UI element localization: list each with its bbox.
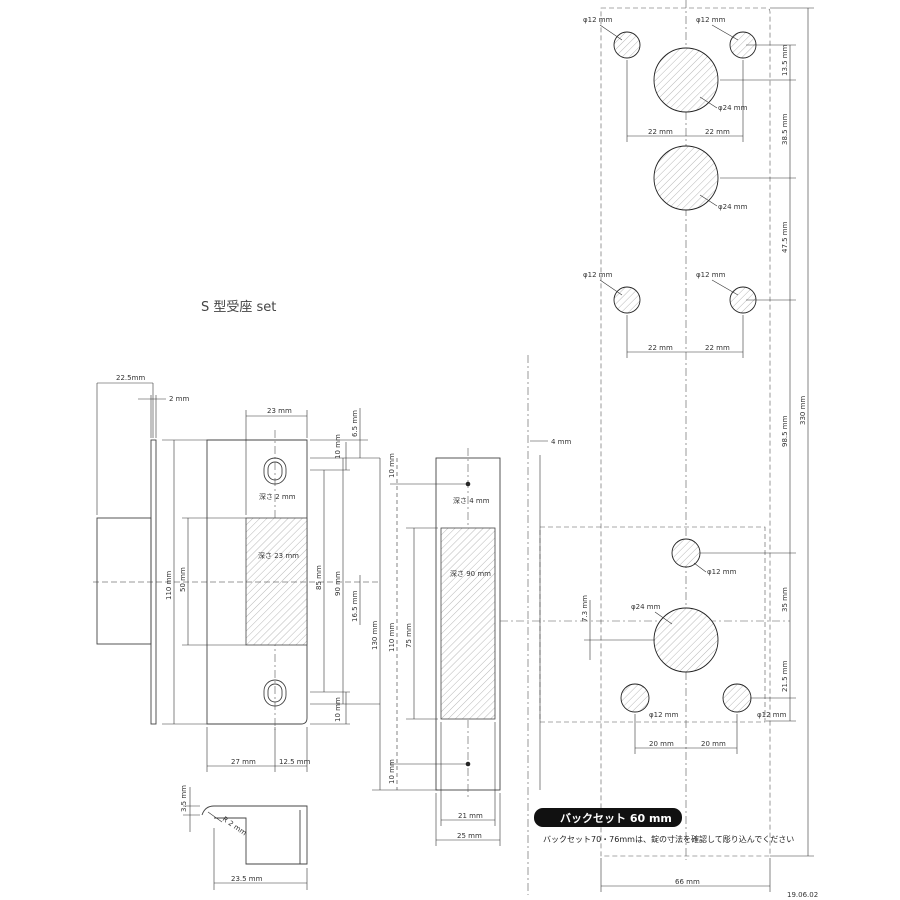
dim-38-5: 38.5 mm (781, 113, 789, 145)
door-outline (600, 7, 771, 857)
dim-13-5: 13.5 mm (781, 44, 789, 76)
dim-23: 23 mm (267, 407, 292, 415)
dim-25: 25 mm (457, 832, 482, 840)
label-phi12-ml: φ12 mm (583, 271, 613, 279)
dim-22-b: 22 mm (705, 128, 730, 136)
mortise-area (245, 517, 308, 646)
dim-2mm: 2 mm (169, 395, 189, 403)
plate-mortise (440, 527, 496, 720)
dim-50: 50 mm (179, 567, 187, 592)
hole-phi24-2 (653, 145, 719, 211)
strike-front-view: 深さ 2 mm 深さ 23 mm 23 mm 85 mm 90 mm 6.5 m… (93, 407, 380, 772)
dim-10-bot: 10 mm (334, 697, 342, 722)
dim-23-5: 23.5 mm (231, 875, 263, 883)
label-phi12-mr: φ12 mm (696, 271, 726, 279)
dim-20-b: 20 mm (701, 740, 726, 748)
dim-10-top: 10 mm (334, 434, 342, 459)
dim-110: 110 mm (165, 571, 173, 600)
strike-outline (206, 439, 308, 725)
backset-box (539, 526, 766, 723)
dim-12-5: 12.5 mm (279, 758, 311, 766)
side-view: 22.5mm 2 mm 110 mm 50 mm (96, 374, 246, 725)
dim-75: 75 mm (405, 623, 413, 648)
label-phi12-c: φ12 mm (707, 568, 737, 576)
dim-85: 85 mm (315, 565, 323, 590)
dim-130: 130 mm (371, 621, 379, 650)
dim-10-plate-bot: 10 mm (388, 759, 396, 784)
label-phi12-tl: φ12 mm (583, 16, 613, 24)
label-phi24-2: φ24 mm (718, 203, 748, 211)
depth-2: 深さ 2 mm (259, 492, 296, 501)
dim-47-5: 47.5 mm (781, 221, 789, 253)
depth-90: 深さ 90 mm (450, 569, 491, 578)
dim-90: 90 mm (334, 571, 342, 596)
date-stamp: 19.06.02 (787, 891, 818, 899)
label-phi12-bl: φ12 mm (649, 711, 679, 719)
label-phi12-tr: φ12 mm (696, 16, 726, 24)
bottom-view: 3.5 mm R 2 mm 23.5 mm (180, 785, 308, 890)
dim-21-5: 21.5 mm (781, 660, 789, 692)
dim-6-5: 6.5 mm (351, 410, 359, 437)
plate-view: 深さ 4 mm 深さ 90 mm 130 mm 110 mm 75 mm 10 … (371, 448, 501, 846)
hole-phi24-3 (653, 607, 719, 673)
drawing-title: S 型受座 set (201, 300, 276, 315)
dim-35: 35 mm (781, 587, 789, 612)
dim-20-a: 20 mm (649, 740, 674, 748)
dim-21: 21 mm (458, 812, 483, 820)
dim-330: 330 mm (799, 396, 807, 425)
hole-phi12-ml (613, 286, 641, 314)
hole-phi12-c (671, 538, 701, 568)
dim-22-a: 22 mm (648, 128, 673, 136)
dim-7-3: 7.3 mm (581, 595, 589, 622)
label-phi24-3: φ24 mm (631, 603, 661, 611)
dim-22-5: 22.5mm (116, 374, 145, 382)
depth-4: 深さ 4 mm (453, 496, 490, 505)
dim-98-5: 98.5 mm (781, 415, 789, 447)
hole-phi12-bl (620, 683, 650, 713)
hole-phi12-tl (613, 31, 641, 59)
dim-22-c: 22 mm (648, 344, 673, 352)
side-body (96, 517, 152, 645)
depth-23: 深さ 23 mm (258, 551, 299, 560)
dim-22-d: 22 mm (705, 344, 730, 352)
backset-badge (534, 808, 682, 827)
hole-phi24-1 (653, 47, 719, 113)
label-phi12-br: φ12 mm (757, 711, 787, 719)
dim-3-5: 3.5 mm (180, 785, 188, 812)
dim-4mm: 4 mm (551, 438, 571, 446)
label-phi24-1: φ24 mm (718, 104, 748, 112)
dim-27: 27 mm (231, 758, 256, 766)
backset-badge-label: バックセット 60 mm (560, 812, 672, 825)
hole-phi12-br (722, 683, 752, 713)
door-view: 4 mm φ12 mm φ12 mm φ24 mm φ24 mm φ12 mm … (500, 0, 814, 895)
backset-note: バックセット70・76mmは、錠の寸法を確認して彫り込んでください (543, 834, 794, 844)
dim-16-5: 16.5 mm (351, 590, 359, 622)
dim-66: 66 mm (675, 878, 700, 886)
dim-10-plate-top: 10 mm (388, 453, 396, 478)
dim-110-plate: 110 mm (388, 623, 396, 652)
